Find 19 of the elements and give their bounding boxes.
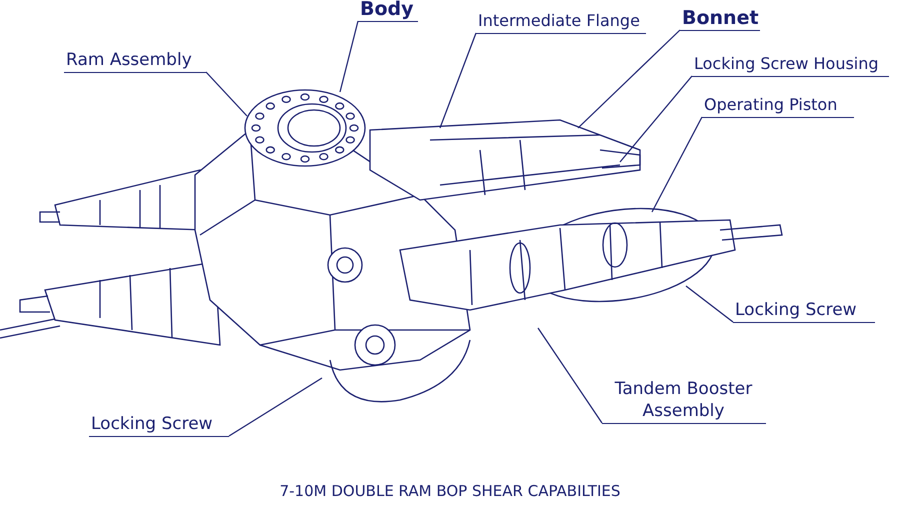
leader-line [578,30,680,128]
leader-line [538,328,602,424]
part-label: Locking Screw Housing [692,53,889,77]
part-label: Tandem Booster Assembly [602,378,766,424]
diagram-title: 7-10M DOUBLE RAM BOP SHEAR CAPABILTIES [278,482,622,500]
leader-line [339,20,359,92]
part-label: Bonnet [680,7,760,31]
part-label: Locking Screw [733,299,875,323]
leader-line [686,286,734,322]
part-label: Ram Assembly [64,49,206,73]
leader-line [206,72,248,116]
leader-line [439,32,477,128]
part-label: Intermediate Flange [476,10,646,34]
leader-line [620,76,692,162]
leader-line [651,116,703,212]
part-label: Operating Piston [702,94,854,118]
leader-line [228,378,322,436]
part-label: Body [358,0,418,22]
part-label: Locking Screw [89,413,229,437]
